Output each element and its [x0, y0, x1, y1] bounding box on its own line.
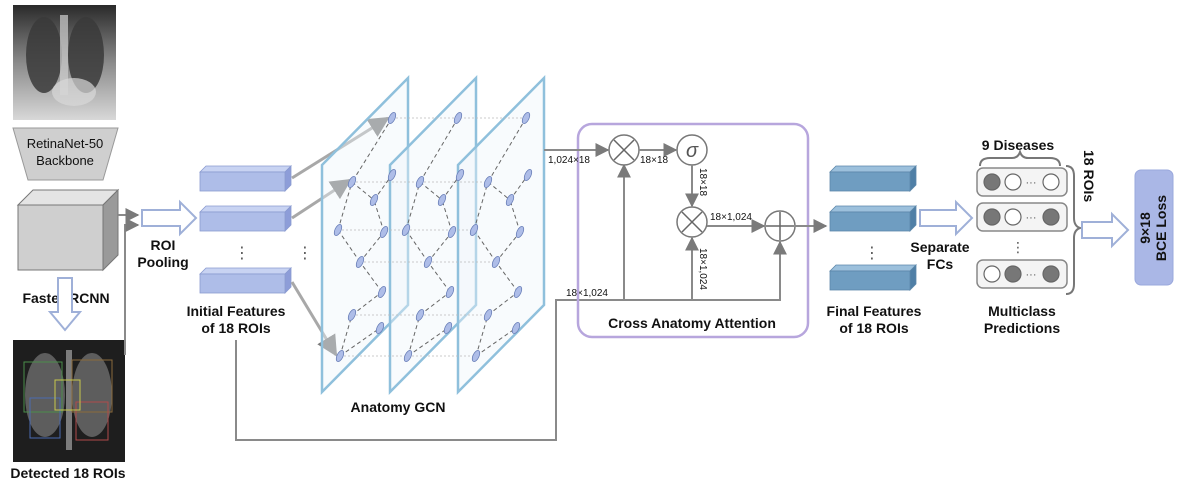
- initial-feature-bar-2: [199, 205, 292, 232]
- skip-connection-line: [235, 240, 787, 441]
- gcn-graph-nodes: [337, 117, 529, 357]
- rois-brace: [1065, 165, 1084, 295]
- gcn-left-dots: ⋮: [297, 245, 313, 262]
- final-feature-bar-1: [829, 165, 917, 192]
- detected-label: Detected 18 ROIs: [10, 465, 125, 481]
- faster-rcnn-cube: [16, 188, 120, 272]
- in-gcn-dim: 1,024×18: [548, 155, 590, 166]
- gcn-plane-1: [320, 74, 410, 396]
- separate-fcs-arrow: [919, 199, 974, 237]
- separate-fcs-label-2: FCs: [927, 256, 954, 272]
- chest-xray-input: [13, 5, 116, 120]
- final-features-label-1: Final Features: [827, 303, 922, 319]
- loss-arrow: [1081, 211, 1130, 249]
- final-dots: ⋮: [864, 245, 880, 262]
- row3-hdots: ···: [1026, 269, 1037, 281]
- detected-to-pool-line: [124, 218, 140, 355]
- initial-dots: ⋮: [234, 245, 250, 262]
- gcn-node-points: [333, 112, 533, 362]
- prediction-row-1: ···: [976, 167, 1068, 197]
- multiply-op-1: [608, 134, 640, 166]
- diseases-label: 9 Diseases: [982, 137, 1055, 153]
- initial-features-label-2: of 18 ROIs: [201, 320, 270, 336]
- final-feature-bar-3: [829, 264, 917, 291]
- roi-pooling-arrow: [141, 199, 198, 237]
- cross-anatomy-attention-box: [576, 122, 810, 339]
- rois-label: 18 ROIs: [1081, 150, 1097, 202]
- down-hollow-arrow: [47, 277, 83, 332]
- loss-label-1: 9×18: [1137, 212, 1153, 244]
- multiclass-label-2: Predictions: [984, 320, 1060, 336]
- loss-label-2: BCE Loss: [1153, 195, 1169, 261]
- separate-fcs-label-1: Separate: [910, 239, 969, 255]
- retinanet-backbone: RetinaNet-50 Backbone: [12, 127, 119, 181]
- after-mult2-dim: 18×1,024: [710, 212, 752, 223]
- after-mult-dim: 18×18: [640, 155, 669, 166]
- diseases-brace: [979, 148, 1061, 167]
- vert-18x18: 18×18: [697, 168, 708, 197]
- row1-hdots: ···: [1026, 177, 1037, 189]
- initial-features-label-1: Initial Features: [187, 303, 286, 319]
- backbone-label-2: Backbone: [36, 153, 94, 168]
- vert-18x1024: 18×1,024: [697, 248, 708, 290]
- row2-hdots: ···: [1026, 212, 1037, 224]
- gcn-label: Anatomy GCN: [351, 399, 446, 415]
- sigma-op: σ: [676, 134, 708, 166]
- roi-pooling-label-2: Pooling: [137, 254, 188, 270]
- add-op: [764, 210, 796, 242]
- gcn-plane-2: [388, 74, 478, 396]
- initial-feature-bar-3: [199, 267, 292, 294]
- caa-label: Cross Anatomy Attention: [608, 315, 776, 331]
- bce-loss-box: 9×18 BCE Loss: [1134, 169, 1174, 286]
- prediction-dots: ⋮: [1011, 239, 1025, 255]
- final-feature-bar-2: [829, 205, 917, 232]
- roi-pooling-label-1: ROI: [151, 237, 176, 253]
- gcn-plane-3: [456, 74, 546, 396]
- sigma-symbol: σ: [686, 140, 699, 162]
- initial-feature-bar-1: [199, 165, 292, 192]
- multiclass-label-1: Multiclass: [988, 303, 1056, 319]
- feature-to-gcn-3: [290, 281, 338, 357]
- detected-rois-xray: [13, 340, 125, 462]
- prediction-row-3: ···: [976, 259, 1068, 289]
- prediction-row-2: ···: [976, 202, 1068, 232]
- final-features-label-2: of 18 ROIs: [839, 320, 908, 336]
- multiply-op-2: [676, 206, 708, 238]
- backbone-label-1: RetinaNet-50: [27, 136, 104, 151]
- skip-dim-label: 18×1,024: [566, 288, 608, 299]
